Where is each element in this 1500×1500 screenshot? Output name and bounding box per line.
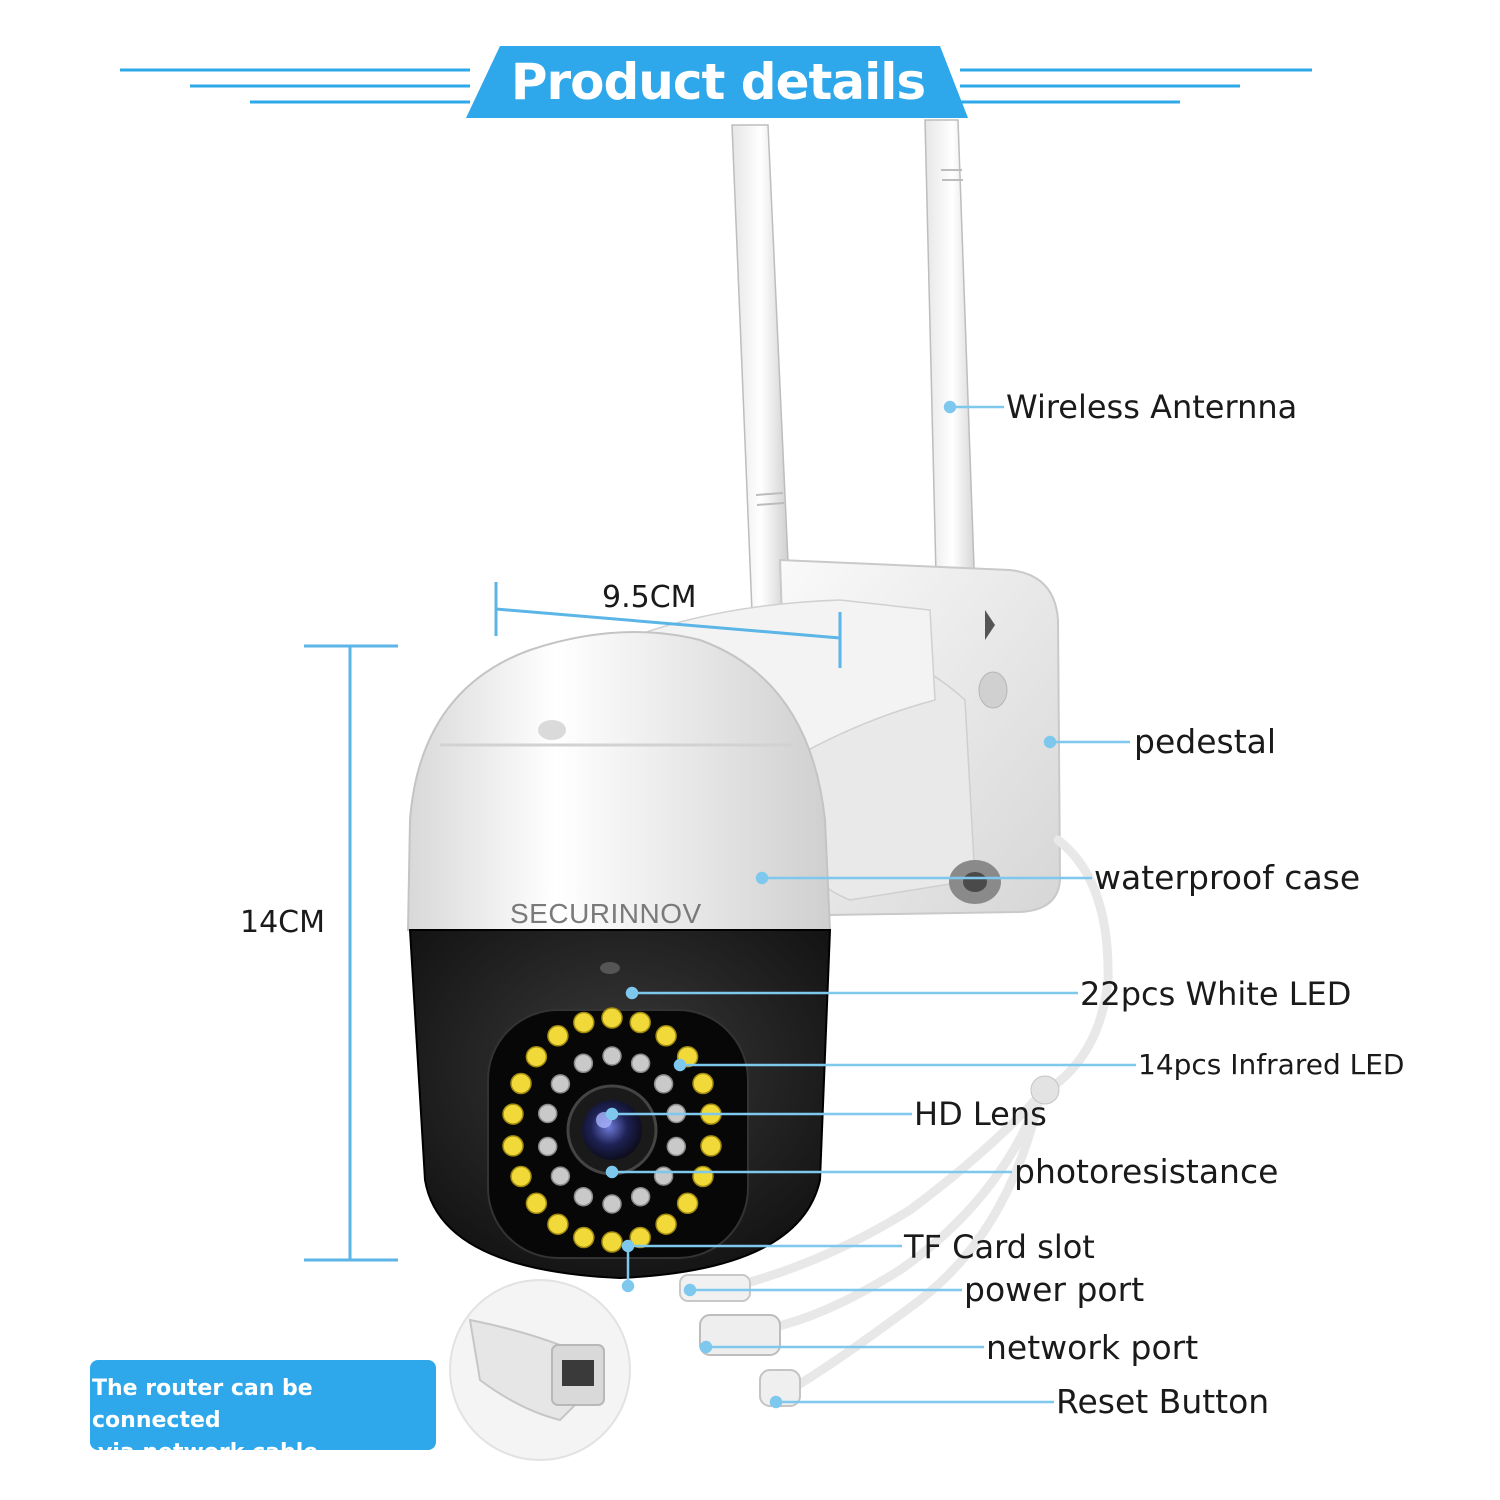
white-led: [655, 1213, 677, 1235]
brand-mark: SECURINNOV: [510, 898, 702, 929]
infrared-led: [630, 1186, 651, 1207]
white-led: [510, 1165, 532, 1188]
antenna-left: [731, 124, 791, 613]
label-tf-card-slot: TF Card slot: [904, 1228, 1095, 1266]
white-led: [700, 1135, 722, 1157]
header-rules: [120, 68, 1312, 104]
infrared-led: [537, 1136, 558, 1157]
infrared-led: [602, 1046, 622, 1066]
infrared-led: [573, 1053, 594, 1074]
infrared-led: [602, 1194, 622, 1214]
white-led: [601, 1231, 623, 1253]
white-led: [547, 1025, 569, 1047]
white-led: [676, 1192, 699, 1215]
infrared-led: [653, 1074, 674, 1094]
label-power-port: power port: [964, 1270, 1145, 1309]
white-led: [573, 1011, 595, 1034]
page-title: Product details: [510, 53, 926, 111]
label-hd-lens: HD Lens: [914, 1095, 1047, 1133]
label-pedestal: pedestal: [1134, 722, 1277, 761]
white-led: [510, 1072, 532, 1095]
label-waterproof-case: waterproof case: [1094, 858, 1361, 897]
white-led: [525, 1045, 548, 1068]
header-banner: [466, 46, 968, 118]
dimension-lines: [304, 582, 842, 1262]
infrared-led: [653, 1166, 674, 1186]
width-dimension-label: 9.5CM: [602, 580, 697, 615]
white-led: [547, 1213, 569, 1235]
callout-line-1: The router can be connected: [92, 1376, 313, 1433]
callout-line-2: via network cable: [98, 1440, 319, 1465]
leader-lines: [605, 400, 1136, 1409]
white-led: [629, 1226, 651, 1249]
infrared-led: [550, 1074, 571, 1094]
label-network-port: network port: [986, 1328, 1199, 1367]
white-led: [692, 1072, 714, 1095]
white-led: [573, 1226, 595, 1249]
cables: [735, 835, 1113, 1395]
infrared-led: [666, 1136, 687, 1157]
label-wireless-antenna: Wireless Anternna: [1006, 388, 1298, 426]
infrared-led: [550, 1166, 571, 1186]
white-led: [502, 1135, 524, 1157]
white-led: [692, 1165, 714, 1188]
white-led: [525, 1192, 548, 1215]
infrared-led: [537, 1103, 558, 1124]
label-white-led: 22pcs White LED: [1080, 975, 1352, 1013]
network-plug-inset: [449, 1279, 631, 1461]
white-led: [502, 1103, 524, 1125]
connectors: [679, 1075, 1060, 1407]
label-photoresistance: photoresistance: [1014, 1152, 1279, 1191]
infrared-led: [573, 1186, 594, 1207]
white-led: [601, 1007, 623, 1029]
height-dimension-label: 14CM: [240, 905, 326, 940]
white-led: [629, 1011, 651, 1034]
white-led: [655, 1025, 677, 1047]
label-reset-button: Reset Button: [1056, 1382, 1270, 1421]
infrared-led: [630, 1053, 651, 1074]
hd-lens: [566, 1084, 658, 1176]
camera-dome: [406, 631, 832, 931]
label-infrared-led: 14pcs Infrared LED: [1138, 1048, 1405, 1081]
router-callout: The router can be connected via network …: [90, 1360, 436, 1465]
